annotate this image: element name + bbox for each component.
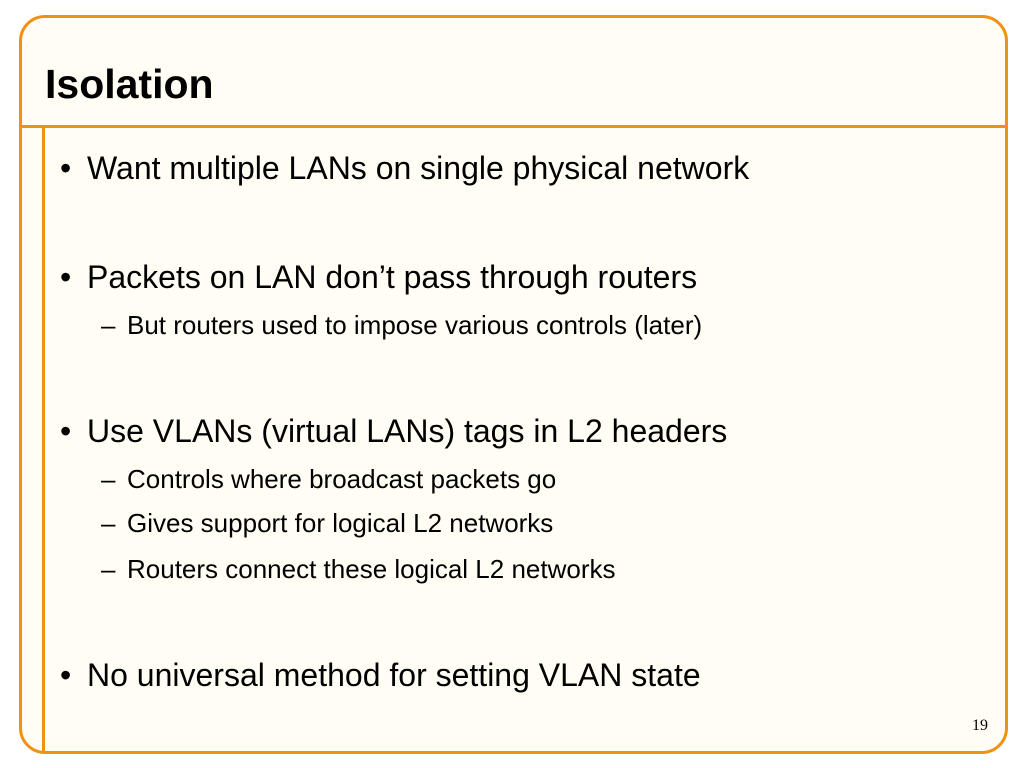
bullet-item: • Use VLANs (virtual LANs) tags in L2 hea… — [60, 411, 727, 451]
sub-bullet-text: Controls where broadcast packets go — [127, 464, 557, 494]
bullet-item: • Packets on LAN don’t pass through route… — [60, 257, 697, 297]
bullet-text: No universal method for setting VLAN sta… — [87, 657, 701, 693]
bullet-text: Use VLANs (virtual LANs) tags in L2 head… — [87, 413, 728, 449]
slide-frame — [19, 15, 1008, 754]
bullet-item: • No universal method for setting VLAN st… — [60, 655, 701, 695]
bullet-mark: • — [60, 413, 72, 449]
bullet-text: Packets on LAN don’t pass through router… — [87, 259, 698, 295]
bullet-mark: • — [60, 657, 72, 693]
sub-bullet-text: But routers used to impose various contr… — [127, 310, 703, 340]
sub-bullet-text: Gives support for logical L2 networks — [127, 508, 554, 538]
slide-title: Isolation — [45, 61, 214, 107]
bullet-item: • Want multiple LANs on single physical n… — [60, 148, 749, 188]
bullet-text: Want multiple LANs on single physical ne… — [87, 150, 750, 186]
sub-bullet-item: –Controls where broadcast packets go — [101, 463, 556, 495]
sub-bullet-mark: – — [101, 508, 116, 538]
sub-bullet-mark: – — [101, 464, 116, 494]
sub-bullet-mark: – — [101, 310, 116, 340]
sub-bullet-mark: – — [101, 554, 116, 584]
title-divider — [19, 125, 1005, 128]
bullet-mark: • — [60, 150, 72, 186]
left-accent-rule — [42, 127, 45, 751]
bullet-mark: • — [60, 259, 72, 295]
sub-bullet-text: Routers connect these logical L2 network… — [127, 554, 616, 584]
sub-bullet-item: –Gives support for logical L2 networks — [101, 507, 553, 539]
sub-bullet-item: –Routers connect these logical L2 networ… — [101, 553, 616, 585]
sub-bullet-item: –But routers used to impose various cont… — [101, 309, 702, 341]
page-number: 19 — [972, 717, 988, 734]
